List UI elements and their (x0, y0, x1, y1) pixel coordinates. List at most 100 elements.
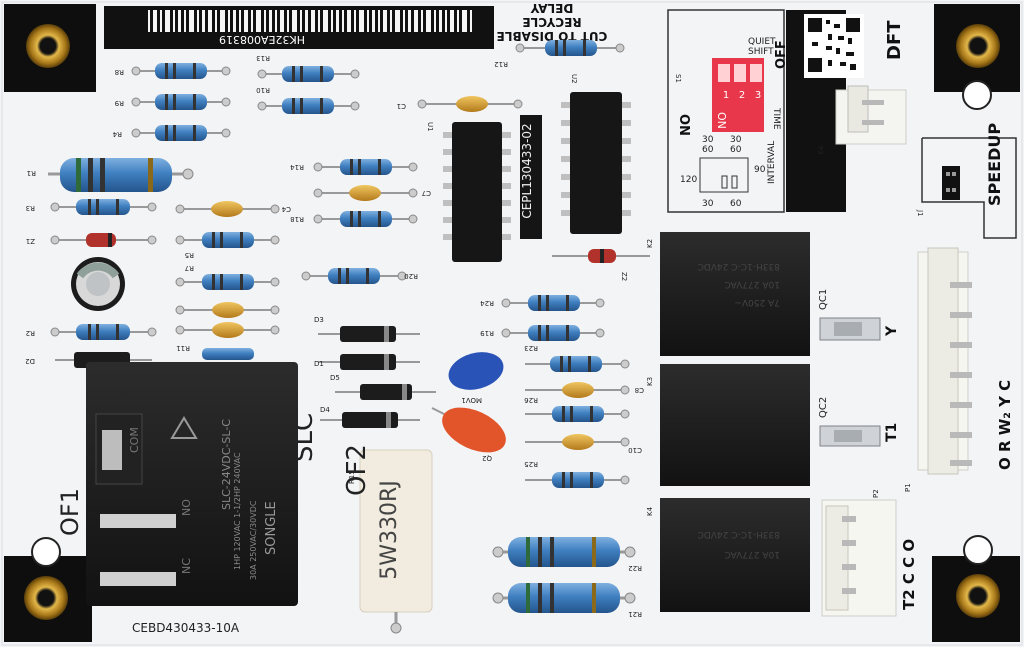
label-q2: Q2 (482, 454, 492, 462)
dip-switch-1[interactable] (718, 64, 730, 82)
dft-header[interactable] (835, 85, 907, 145)
resistor-r13 (257, 66, 360, 82)
resistor-r25 (525, 472, 630, 488)
resistor-r9 (131, 94, 231, 110)
mount-pad-bottom-left (4, 537, 92, 642)
mount-pad-bottom-right (932, 535, 1020, 642)
label-p3: P3 (816, 146, 824, 155)
zener-diode-z1 (50, 233, 157, 247)
label-r5: R5 (185, 251, 194, 259)
label-d2: D2 (25, 357, 35, 365)
label-r20: R20 (404, 272, 418, 280)
resistor-r14 (313, 159, 418, 175)
barcode-number: HK32EA008319 (219, 33, 305, 46)
capacitor-c5 (175, 302, 280, 318)
label-r12: R12 (494, 60, 508, 68)
label-r18: R18 (290, 215, 304, 223)
label-r21: R21 (628, 610, 642, 618)
relay-no-label: NO (180, 499, 193, 516)
svg-text:CUT TO DISABLE: CUT TO DISABLE (497, 29, 608, 43)
label-r23: R23 (524, 344, 538, 352)
zener-diode-z2 (552, 249, 650, 263)
resistor-r23 (525, 356, 630, 372)
board-part-number: CEBD430433-10A (132, 621, 240, 635)
of2-label: OF2 (342, 444, 372, 496)
label-c4: C4 (281, 205, 291, 213)
terminal-y-label: Y (884, 325, 900, 337)
dip-switch-3[interactable] (750, 64, 762, 82)
resistor-r5 (175, 232, 280, 248)
label-r10: R10 (256, 86, 270, 94)
capacitor-c8 (525, 382, 630, 398)
label-k2: K2 (646, 239, 654, 248)
timing-120: 120 (680, 175, 697, 185)
qc1-terminal[interactable] (819, 317, 881, 341)
resistor-r11 (202, 348, 254, 360)
qr-code (808, 18, 860, 72)
power-resistor-r15: 5W330RJ (359, 449, 433, 634)
cut-to-disable-label: CUT TO DISABLE RECYCLE DELAY (497, 1, 608, 43)
p1-pin-labels: O R W₂ Y C (996, 380, 1014, 470)
resistor-r26 (525, 406, 630, 422)
capacitor-c6 (175, 322, 280, 338)
label-r24: R24 (480, 299, 494, 307)
label-mov1: MOV1 (461, 396, 482, 404)
label-d4: D4 (320, 406, 330, 414)
label-d3: D3 (314, 316, 324, 324)
qc2-label: QC2 (818, 397, 829, 418)
ic-u1 (443, 122, 511, 262)
label-r13: R13 (256, 54, 270, 62)
label-r7: R7 (185, 264, 194, 272)
p1-connector[interactable] (917, 247, 972, 475)
label-d5: D5 (330, 374, 340, 382)
label-z2: Z2 (620, 272, 628, 281)
p2-connector[interactable] (821, 499, 897, 617)
dip-off-label: OFF (774, 40, 789, 69)
relay-terminal-no[interactable] (100, 514, 176, 528)
resistor-r1 (48, 158, 194, 192)
label-r19: R19 (480, 329, 494, 337)
relay-nc-label: NC (180, 558, 193, 574)
qc2-terminal[interactable] (819, 425, 881, 447)
capacitor-c7 (313, 185, 418, 201)
label-c7: C7 (422, 189, 431, 197)
label-r14: R14 (290, 163, 304, 171)
svg-text:10A 277VAC: 10A 277VAC (724, 279, 780, 289)
resistor-r7 (175, 274, 280, 290)
speedup-jumper[interactable] (921, 137, 1017, 239)
relay-k4: 833H-1C-C 24VDC 10A 277VAC (660, 498, 810, 612)
dip-switch-2[interactable] (734, 64, 746, 82)
label-r9: R9 (115, 99, 124, 107)
relay-brand: SONGLE (264, 501, 279, 555)
microcontroller-label: CEPL130433-02 (520, 115, 542, 239)
label-p1: P1 (904, 483, 912, 492)
label-u1: U1 (426, 122, 434, 132)
p2-pin-labels: T2 C C O (900, 539, 918, 610)
dip-shift-label: SHIFT (748, 47, 774, 57)
varistor-mov1 (448, 352, 504, 390)
svg-text:7A 250V~: 7A 250V~ (734, 297, 780, 307)
relay-terminal-nc[interactable] (100, 572, 176, 586)
label-d1: D1 (314, 360, 324, 368)
label-r26: R26 (524, 396, 538, 404)
electrolytic-capacitor (71, 257, 125, 311)
diode-d3 (318, 326, 420, 342)
of1-label: OF1 (56, 488, 84, 536)
diode-d1 (318, 354, 420, 370)
label-r25: R25 (524, 460, 538, 468)
dip-time-label: TIME (771, 107, 781, 130)
dft-label: DFT (884, 20, 905, 60)
resistor-r2 (50, 324, 157, 340)
resistor-r8 (131, 63, 231, 79)
label-c1: C1 (397, 102, 406, 110)
svg-text:5W330RJ: 5W330RJ (377, 480, 402, 580)
label-r2: R2 (26, 329, 35, 337)
label-u2: U2 (570, 74, 578, 84)
capacitor-q2 (431, 407, 506, 453)
qc1-label: QC1 (818, 289, 829, 310)
timing-30-top: 30 (702, 135, 714, 145)
relay-com-label: COM (128, 427, 141, 453)
resistor-r4 (131, 125, 231, 141)
label-r15: R15 (348, 470, 356, 484)
